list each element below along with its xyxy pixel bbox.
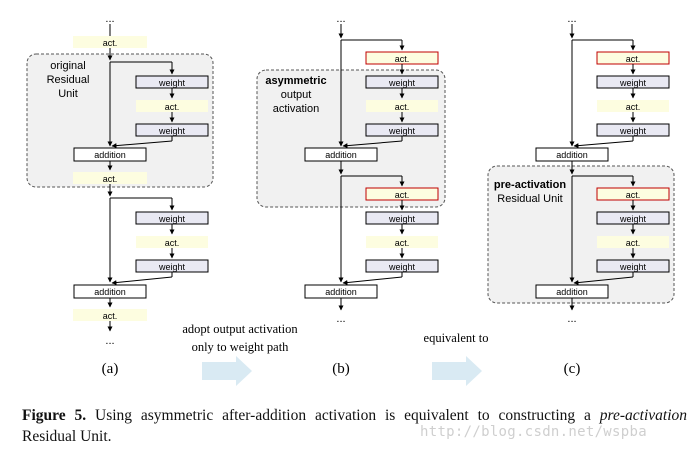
panel-a: original Residual Unit ... act. weight a… [26,13,214,377]
act-label: act. [395,190,410,200]
act-label: act. [626,238,641,248]
panel-c: pre-activation Residual Unit ... act. we… [487,13,675,377]
act-box [597,236,669,248]
act-label: act. [103,174,118,184]
dots-top: ... [567,13,576,25]
dots-bottom: ... [567,313,576,325]
act-label: act. [395,54,410,64]
panel-b: asymmetric output activation ... act. we… [256,13,446,377]
act-box [136,100,208,112]
addition-label: addition [94,150,126,160]
act-box [136,236,208,248]
caption-label: Figure 5. [22,407,87,424]
addition-label: addition [94,287,126,297]
caption-text-1: Using asymmetric after-addition activati… [86,407,591,424]
transition-bc-text: equivalent to [424,331,489,345]
figure-diagram: original Residual Unit ... act. weight a… [26,13,675,386]
transition-ab-line-1: adopt output activation [182,322,298,336]
act-box [73,172,147,184]
act-label: act. [626,54,641,64]
panel-c-tag: (c) [564,361,581,377]
panel-b-title-1: output [281,89,312,101]
weight-label: weight [619,78,647,88]
dots-top: ... [336,13,345,25]
dots-top: ... [105,13,114,25]
addition-label: addition [556,150,588,160]
weight-label: weight [158,214,186,224]
transition-arrow-icon [432,356,482,386]
weight-label: weight [158,262,186,272]
transition-arrow-icon [202,356,252,386]
act-label: act. [103,38,118,48]
panel-c-title-1: Residual Unit [497,193,562,205]
act-label: act. [626,102,641,112]
watermark-text: http://blog.csdn.net/wspba [420,424,647,440]
weight-label: weight [619,126,647,136]
act-box [73,36,147,48]
panel-b-title-2: activation [273,103,319,115]
act-label: act. [165,102,180,112]
transition-ab-line-2: only to weight path [192,340,290,354]
weight-label: weight [619,262,647,272]
dots-bottom: ... [105,335,114,347]
act-box [597,100,669,112]
panel-b-tag: (b) [332,361,350,377]
act-box [73,309,147,321]
act-label: act. [103,311,118,321]
panel-a-tag: (a) [102,361,119,377]
act-box [366,100,438,112]
act-box [366,236,438,248]
weight-label: weight [388,262,416,272]
panel-a-title-1: original [50,60,85,72]
act-label: act. [626,190,641,200]
transition-bc: equivalent to [424,331,489,386]
weight-label: weight [388,78,416,88]
panel-b-title-bold: asymmetric [265,75,326,87]
act-label: act. [165,238,180,248]
weight-label: weight [619,214,647,224]
weight-label: weight [388,214,416,224]
addition-label: addition [325,287,357,297]
panel-c-title-bold: pre-activation [494,179,566,191]
figure-caption: Figure 5. Using asymmetric after-additio… [22,405,687,447]
weight-label: weight [158,78,186,88]
panel-a-title-3: Unit [58,88,78,100]
weight-label: weight [388,126,416,136]
transition-ab: adopt output activation only to weight p… [182,322,298,386]
panel-a-title-2: Residual [47,74,90,86]
act-label: act. [395,102,410,112]
addition-label: addition [556,287,588,297]
act-label: act. [395,238,410,248]
dots-bottom: ... [336,313,345,325]
addition-label: addition [325,150,357,160]
weight-label: weight [158,126,186,136]
caption-italic: pre-activation [599,407,688,424]
caption-text-2: Residual Unit. [22,428,112,445]
